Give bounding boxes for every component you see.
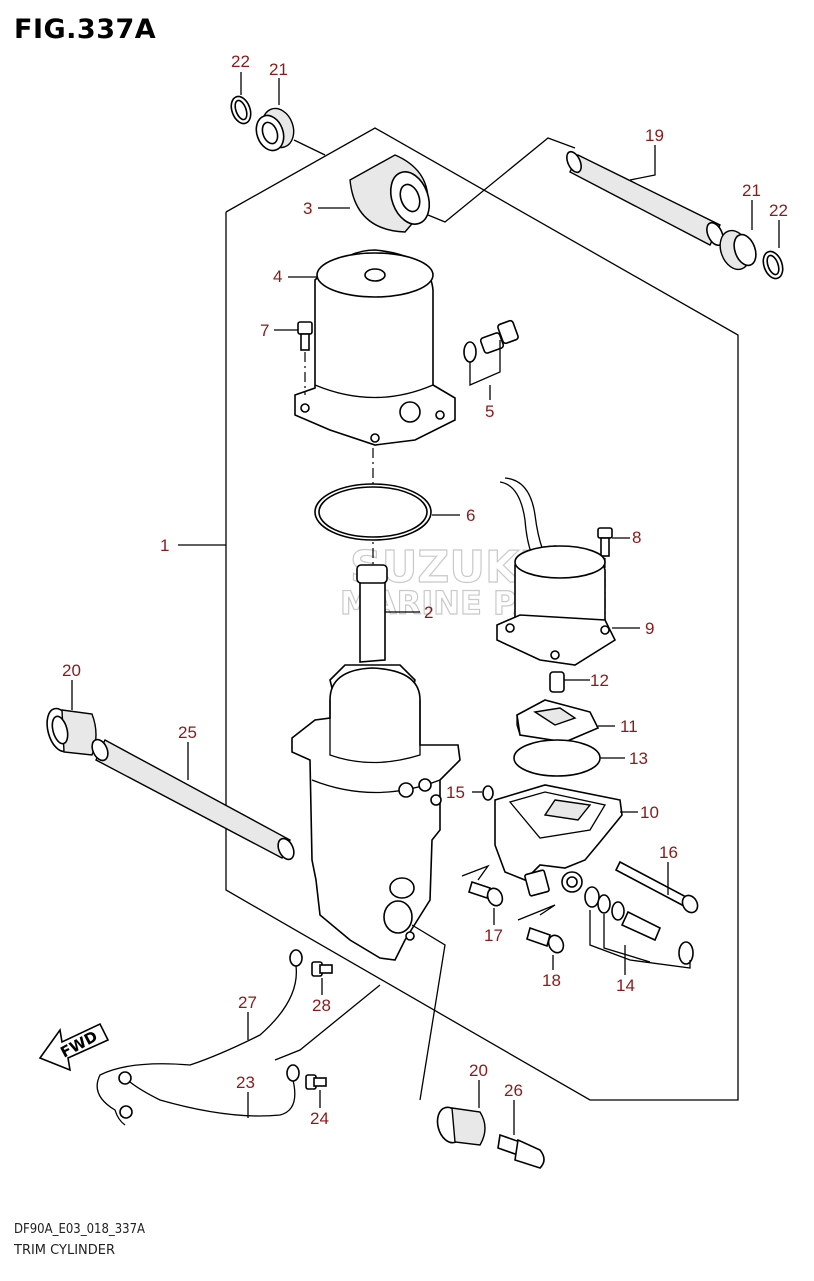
callout-16: 16 xyxy=(659,843,678,862)
diagram-code: DF90A_E03_018_337A xyxy=(14,1222,146,1237)
part-21-bushing xyxy=(255,107,295,152)
leader-3-19 xyxy=(427,137,576,223)
callout-5: 5 xyxy=(485,402,494,421)
part-22-circlip xyxy=(230,95,252,125)
callout-19: 19 xyxy=(645,126,664,145)
callout-15: 15 xyxy=(446,783,465,802)
part-7-screw xyxy=(297,321,313,351)
part-16-long-bolt xyxy=(614,860,699,914)
callout-17: 17 xyxy=(484,926,503,945)
callout-1: 1 xyxy=(160,536,169,555)
part-20-bottom-bushing xyxy=(436,1106,486,1146)
part-12-pin xyxy=(549,671,565,693)
callout-28: 28 xyxy=(312,996,331,1015)
callout-22-right: 22 xyxy=(769,201,788,220)
leaders xyxy=(71,72,780,1135)
callout-10: 10 xyxy=(640,803,659,822)
part-11-pump-gear xyxy=(516,699,600,743)
callout-11: 11 xyxy=(620,717,638,736)
part-8-bolt xyxy=(597,527,613,557)
part-25-long-pin xyxy=(91,738,295,861)
callout-8: 8 xyxy=(632,528,641,547)
part-13-o-ring xyxy=(513,739,601,777)
callout-27: 27 xyxy=(238,993,257,1012)
part-27-wire xyxy=(96,949,303,1126)
part-14-valve-set xyxy=(584,886,694,965)
part-4-cylinder-cap xyxy=(294,249,456,446)
callout-9: 9 xyxy=(645,619,654,638)
part-9-motor xyxy=(496,477,617,666)
callout-21-top: 21 xyxy=(269,60,288,79)
callout-6: 6 xyxy=(466,506,475,525)
part-28-bolt xyxy=(311,961,333,977)
part-21-right-bushing xyxy=(719,229,757,271)
leader-wire-frame xyxy=(274,984,381,1061)
callout-2: 2 xyxy=(424,603,433,622)
callout-3: 3 xyxy=(303,199,312,218)
callout-26: 26 xyxy=(504,1081,523,1100)
callout-12: 12 xyxy=(590,671,609,690)
part-26-bolt xyxy=(497,1133,545,1169)
callout-4: 4 xyxy=(273,267,282,286)
callout-23: 23 xyxy=(236,1073,255,1092)
part-20-left-bushing xyxy=(46,707,97,756)
part-23-wire xyxy=(129,1064,300,1117)
callout-labels: 22 21 3 4 7 5 19 21 22 6 1 8 2 9 12 11 2… xyxy=(62,52,788,1128)
leader-14-bracket xyxy=(589,910,691,969)
part-5-plug xyxy=(463,319,519,363)
callout-14: 14 xyxy=(616,976,635,995)
callout-24: 24 xyxy=(310,1109,329,1128)
fwd-label: FWD xyxy=(57,1027,100,1061)
leader-14-b xyxy=(603,914,651,963)
callout-21-right: 21 xyxy=(742,181,761,200)
part-1-cylinder-body xyxy=(291,667,461,961)
callout-18: 18 xyxy=(542,971,561,990)
callout-22-top: 22 xyxy=(231,52,250,71)
assembly-frame xyxy=(225,127,739,1101)
callout-20-left: 20 xyxy=(62,661,81,680)
part-19-pin xyxy=(566,150,724,247)
callout-13: 13 xyxy=(629,749,648,768)
leader-21-a xyxy=(293,139,326,156)
part-15-o-ring xyxy=(482,785,494,801)
part-6-o-ring-inner xyxy=(318,486,428,538)
callout-20-bottom: 20 xyxy=(469,1061,488,1080)
part-22-right-circlip xyxy=(762,250,784,280)
callout-25: 25 xyxy=(178,723,197,742)
callout-7: 7 xyxy=(260,321,269,340)
part-18-bolt xyxy=(526,926,565,954)
leader-5-bracket xyxy=(469,340,501,386)
figure-title: FIG.337A xyxy=(14,14,157,45)
leader-20-bottom xyxy=(411,924,446,1101)
fwd-arrow: FWD xyxy=(38,1022,110,1072)
leader-18 xyxy=(517,904,556,921)
part-24-bolt xyxy=(305,1074,327,1090)
leader-17 xyxy=(461,864,490,881)
part-10-valve-body xyxy=(494,784,623,897)
part-3-bushing xyxy=(349,154,431,233)
part-17-bolt xyxy=(468,880,504,907)
diagram-name: TRIM CYLINDER xyxy=(14,1243,116,1258)
